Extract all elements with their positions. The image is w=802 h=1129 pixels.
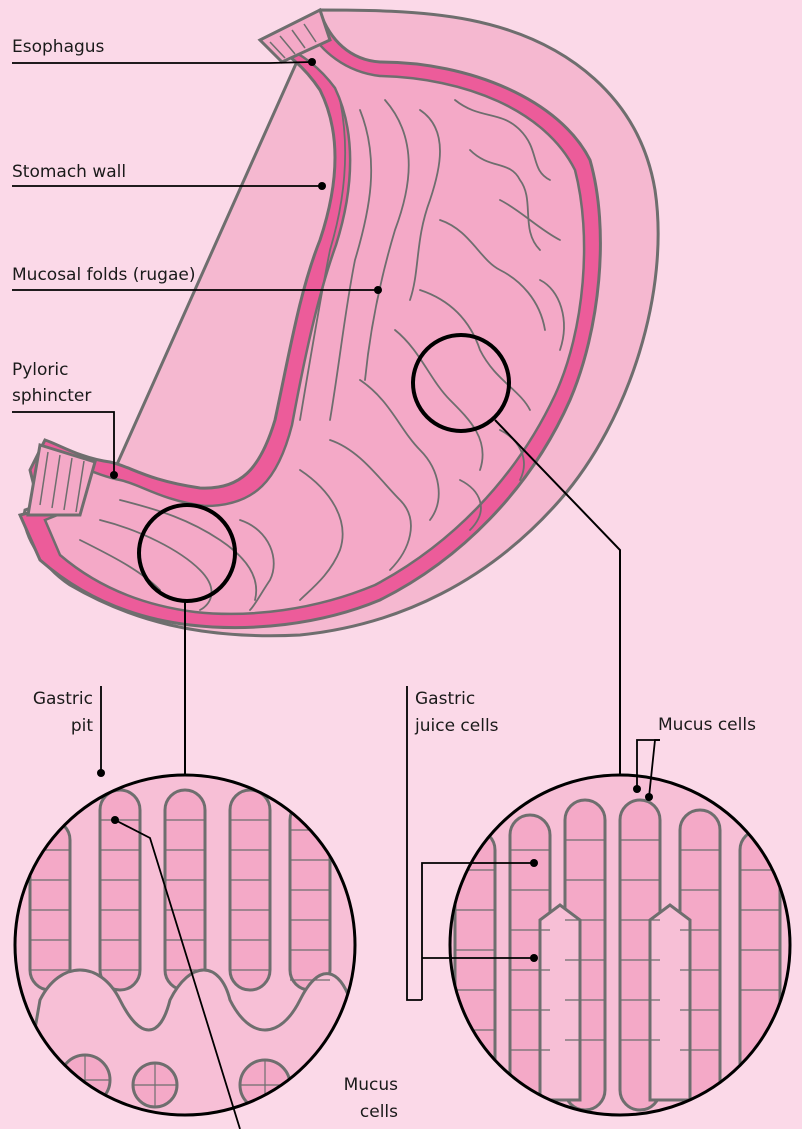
label-esophagus: Esophagus — [12, 37, 105, 57]
label-pyloric-line1: Pyloric — [12, 360, 69, 380]
label-mucus-cells-left-line1: Mucus — [344, 1075, 399, 1095]
label-mucus-cells-left-line2: cells — [360, 1102, 398, 1122]
label-gastric-pit-line2: pit — [71, 716, 94, 736]
label-gastric-juice-line1: Gastric — [415, 689, 475, 709]
label-pyloric-line2: sphincter — [12, 386, 91, 406]
label-gastric-juice-line2: juice cells — [414, 716, 499, 736]
stomach — [20, 10, 658, 636]
label-gastric-pit-line1: Gastric — [33, 689, 93, 709]
detail-gastric-glands — [450, 775, 790, 1115]
label-mucus-cells-right: Mucus cells — [658, 715, 756, 735]
label-mucosal-folds: Mucosal folds (rugae) — [12, 265, 195, 285]
label-stomach-wall: Stomach wall — [12, 162, 126, 182]
detail-gastric-pits — [15, 775, 355, 1115]
